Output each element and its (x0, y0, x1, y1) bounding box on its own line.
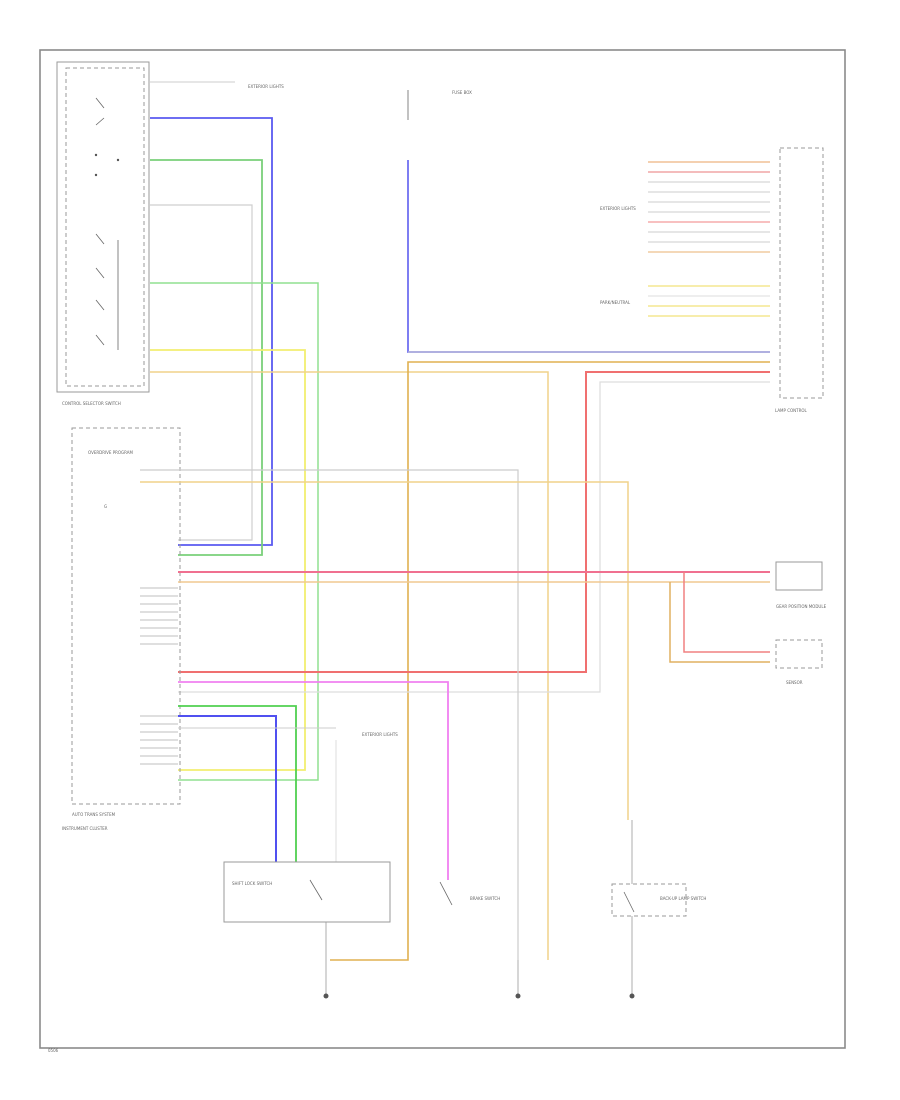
park-neutral-label: PARK/NEUTRAL (600, 300, 631, 305)
selector-contacts (94, 97, 120, 350)
lamp-control-box (779, 147, 824, 399)
ext-lights-mid-label: EXTERIOR LIGHTS (362, 732, 398, 737)
ground-node-3 (629, 993, 635, 999)
overdrive-label: OVERDRIVE PROGRAM (88, 450, 133, 455)
backup-switch-label: BACK-UP LAMP SWITCH (660, 896, 706, 901)
sensor-box (775, 639, 823, 669)
fuse-box-label: FUSE BOX (452, 90, 472, 95)
lamp-control-label: LAMP CONTROL (775, 408, 807, 413)
selector-label: CONTROL SELECTOR SWITCH (62, 401, 121, 406)
gear-module-label: GEAR POSITION MODULE (776, 604, 827, 609)
cluster-pin-stubs (140, 587, 178, 765)
ext-lights-right-label: EXTERIOR LIGHTS (600, 206, 636, 211)
gear-module-wires (178, 571, 770, 663)
switch-wires (178, 681, 449, 880)
shift-lock-box (223, 861, 391, 923)
ground-node-2 (515, 993, 521, 999)
bus-wires (178, 160, 770, 961)
backup-switch-box (611, 883, 687, 917)
sensor-label: SENSOR (786, 680, 803, 685)
ground-node-1 (323, 993, 329, 999)
selector-inner-dash (65, 67, 145, 387)
ground-label: G (104, 504, 107, 509)
selector-switch-box (56, 61, 150, 393)
shift-lock-contact (309, 879, 323, 901)
backup-switch-contact (623, 891, 635, 913)
shift-lock-label: SHIFT LOCK SWITCH (232, 881, 272, 886)
overdrive-wires (140, 469, 629, 960)
diagram-frame (39, 49, 846, 1049)
park-neutral-connector (648, 285, 770, 317)
cluster-label: INSTRUMENT CLUSTER (62, 826, 108, 831)
autotrans-label: AUTO TRANS SYSTEM (72, 812, 116, 817)
svg-text:BRAKE SWITCH: BRAKE SWITCH (470, 896, 500, 901)
ground-leads (325, 820, 633, 994)
brake-switch: BRAKE SWITCH (439, 881, 500, 906)
cluster-box (71, 427, 181, 805)
gear-module-box (775, 561, 823, 591)
selector-wires (150, 81, 549, 960)
ext-lights-top-label: EXTERIOR LIGHTS (248, 84, 284, 89)
ext-lights-connector (648, 161, 770, 253)
footer-code: 0506 (48, 1048, 59, 1053)
